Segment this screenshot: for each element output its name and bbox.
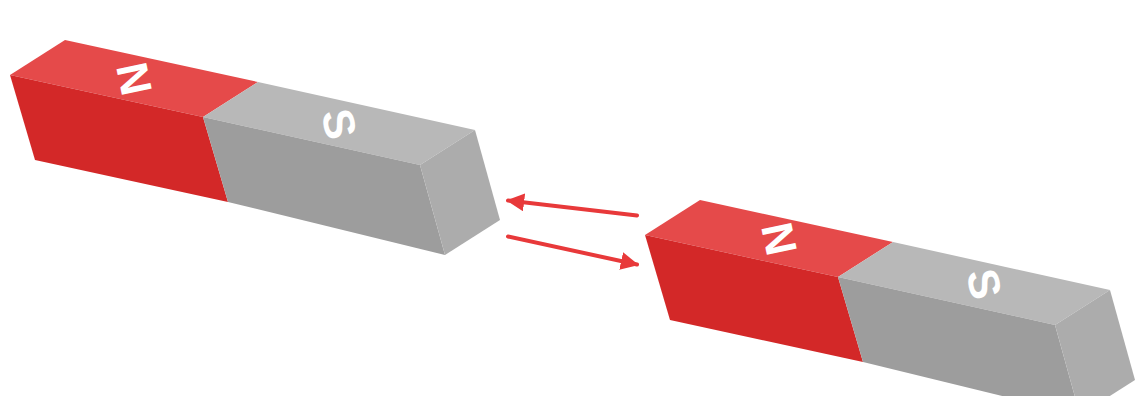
magnet-pole: N bbox=[10, 40, 258, 202]
north-front-face bbox=[645, 235, 863, 362]
south-end-face bbox=[420, 130, 500, 255]
left-magnet bbox=[10, 40, 500, 255]
pole-letter: S bbox=[314, 105, 363, 143]
south-end-face bbox=[1055, 290, 1135, 396]
magnet-pole: N bbox=[645, 200, 893, 362]
force-arrow bbox=[508, 237, 637, 265]
south-front-face bbox=[838, 277, 1080, 396]
pole-letter: N bbox=[109, 59, 159, 99]
pole-letter: N bbox=[754, 219, 804, 259]
pole-letter: S bbox=[959, 265, 1008, 303]
magnet-pole: S bbox=[203, 82, 500, 255]
force-arrow bbox=[508, 201, 637, 216]
right-magnet bbox=[645, 200, 1135, 396]
magnet-pole: S bbox=[838, 242, 1135, 396]
